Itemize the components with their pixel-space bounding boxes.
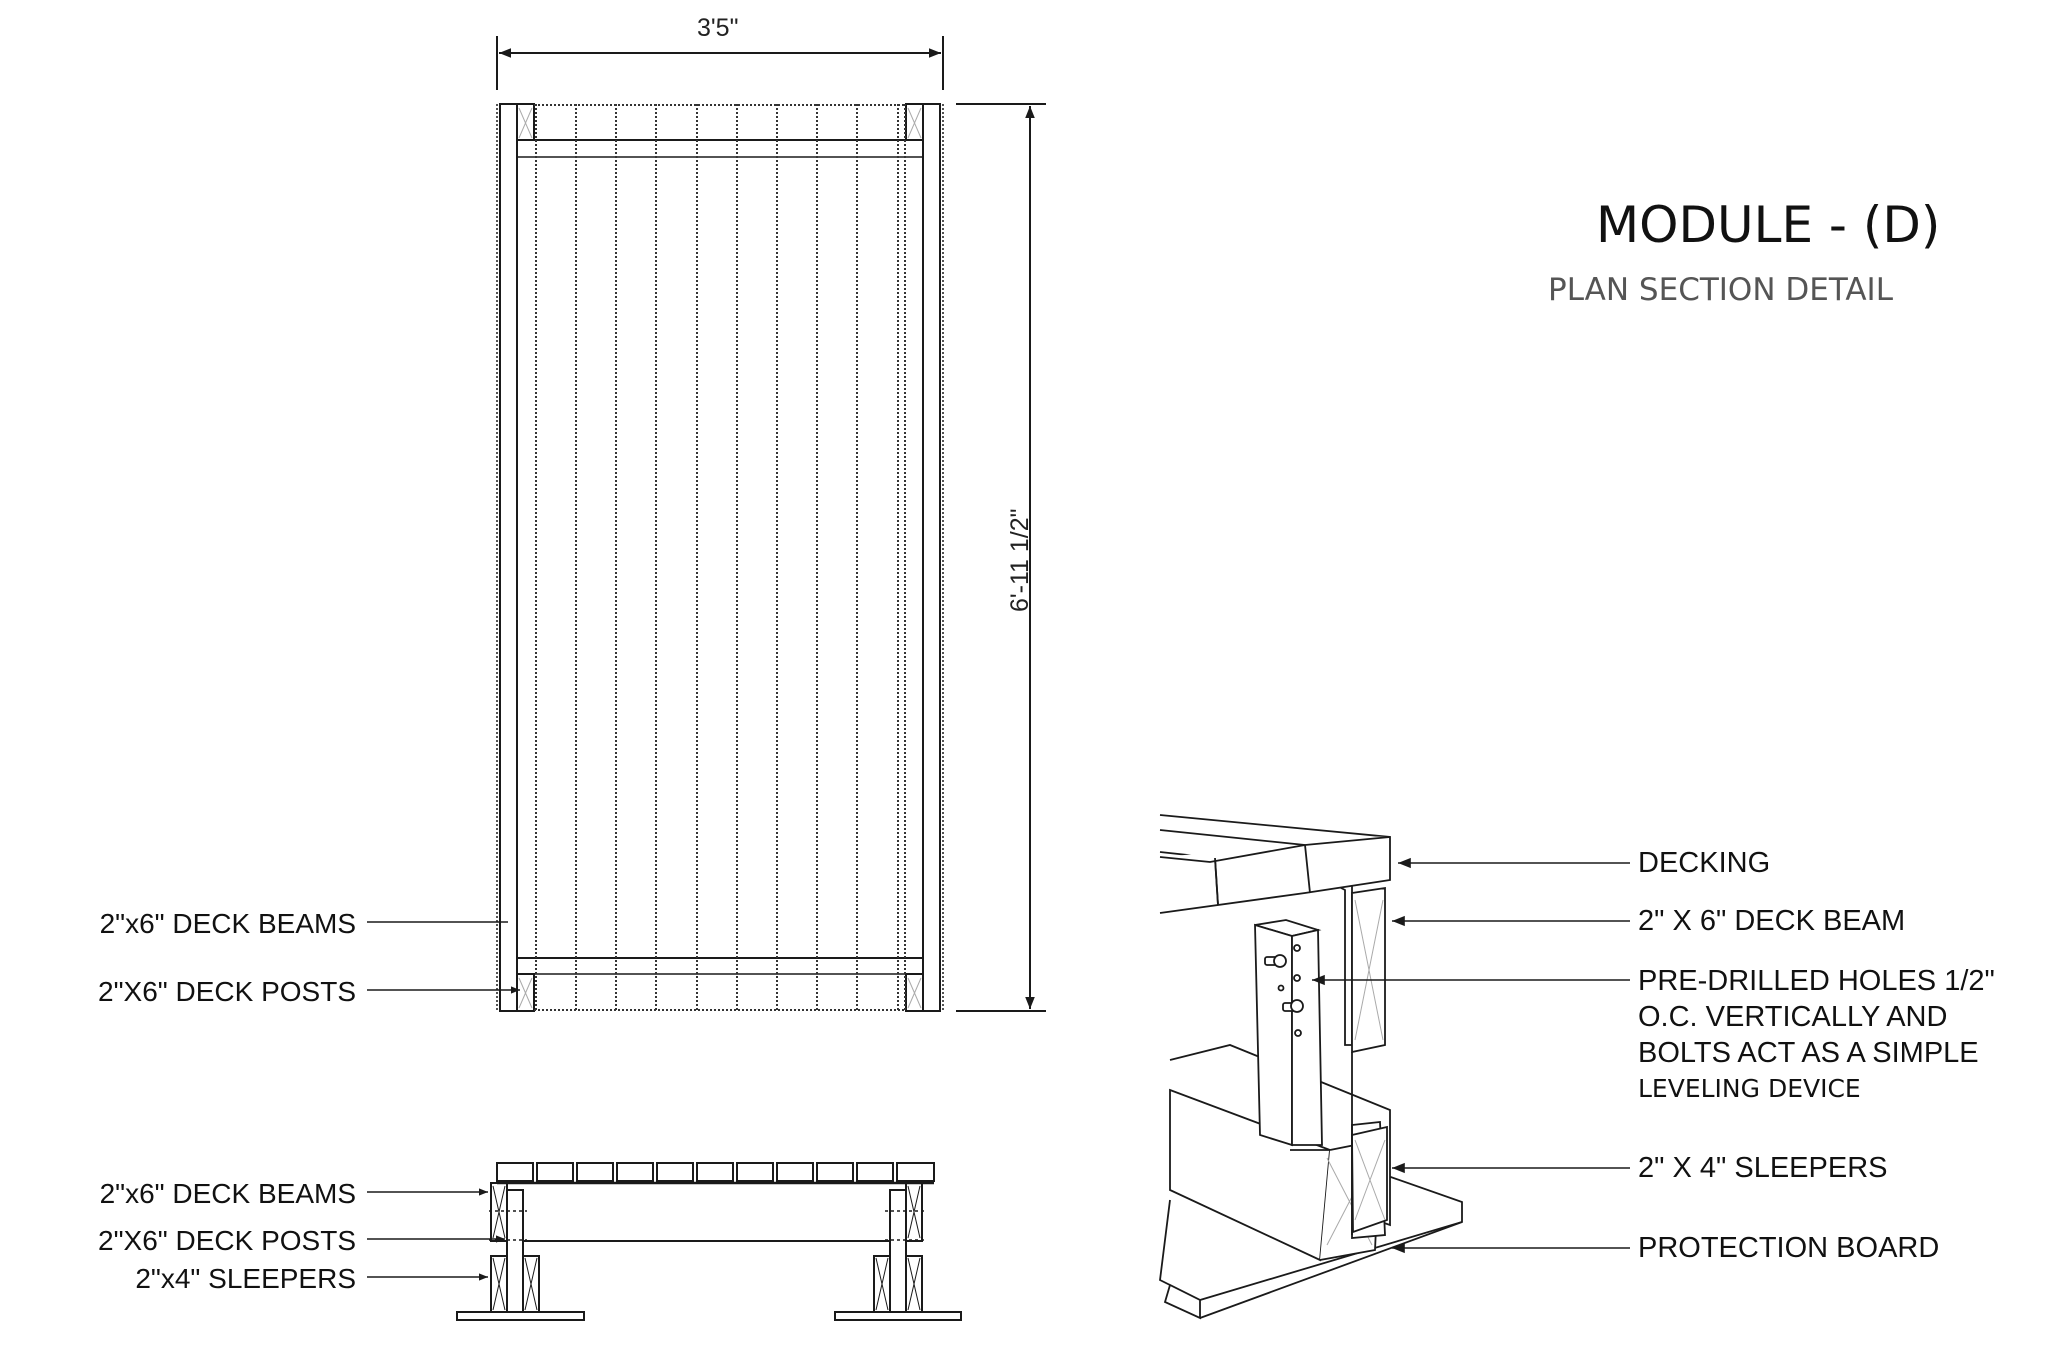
bolt-icon (1264, 954, 1287, 968)
right-deck-beam (922, 103, 941, 1012)
height-dimension-line (956, 103, 1046, 1012)
right-sleeper (1351, 1121, 1388, 1239)
width-dimension-line (496, 36, 944, 90)
elev-label-deck-beams: 2"x6" DECK BEAMS (99, 1178, 356, 1209)
deck-post-tl (516, 103, 535, 141)
callout-protection-board: PROTECTION BOARD (1638, 1232, 1940, 1264)
decking-boards-elevation (496, 1162, 935, 1185)
drawing-subtitle: PLAN SECTION DETAIL (1548, 272, 1893, 308)
deck-post-bl (516, 973, 535, 1012)
callout-decking: DECKING (1638, 847, 1771, 879)
callout-pre-drilled-holes: PRE-DRILLED HOLES 1/2" O.C. VERTICALLY A… (1638, 963, 1995, 1107)
width-dimension-text: 3'5" (697, 14, 739, 42)
deck-beam-shape (1289, 881, 1386, 1235)
callout-sleepers: 2" X 4" SLEEPERS (1638, 1152, 1888, 1184)
elev-label-deck-posts: 2"X6" DECK POSTS (98, 1225, 356, 1256)
right-support-elevation (834, 1182, 962, 1321)
deck-post-tr (905, 103, 924, 141)
isometric-detail (1159, 814, 1630, 1320)
elevation-view (367, 1162, 962, 1321)
plan-label-deck-posts: 2"X6" DECK POSTS (98, 976, 356, 1007)
plan-view (367, 36, 1046, 1012)
decking-boards-plan (534, 104, 906, 1011)
pre-drilled-post (1254, 919, 1323, 1147)
elev-label-sleepers: 2"x4" SLEEPERS (135, 1263, 356, 1294)
plan-label-deck-beams: 2"x6" DECK BEAMS (99, 908, 356, 939)
left-deck-beam (499, 103, 518, 1012)
bolt-icon (1282, 999, 1304, 1013)
decking-shape (1159, 814, 1391, 914)
left-support-elevation (456, 1182, 585, 1321)
height-dimension-text: 6'-11 1/2" (1006, 508, 1034, 612)
callout-holes-line-3: BOLTS ACT AS A SIMPLE (1638, 1037, 1979, 1069)
drawing-title: MODULE - (D) (1596, 196, 1941, 254)
callout-holes-line-2: O.C. VERTICALLY AND (1638, 1001, 1948, 1033)
callout-holes-line-4: LEVELING DEVICE (1638, 1074, 1861, 1103)
deck-post-br (905, 973, 924, 1012)
callout-deck-beam: 2" X 6" DECK BEAM (1638, 905, 1906, 937)
callout-holes-line-1: PRE-DRILLED HOLES 1/2" (1638, 965, 1995, 997)
